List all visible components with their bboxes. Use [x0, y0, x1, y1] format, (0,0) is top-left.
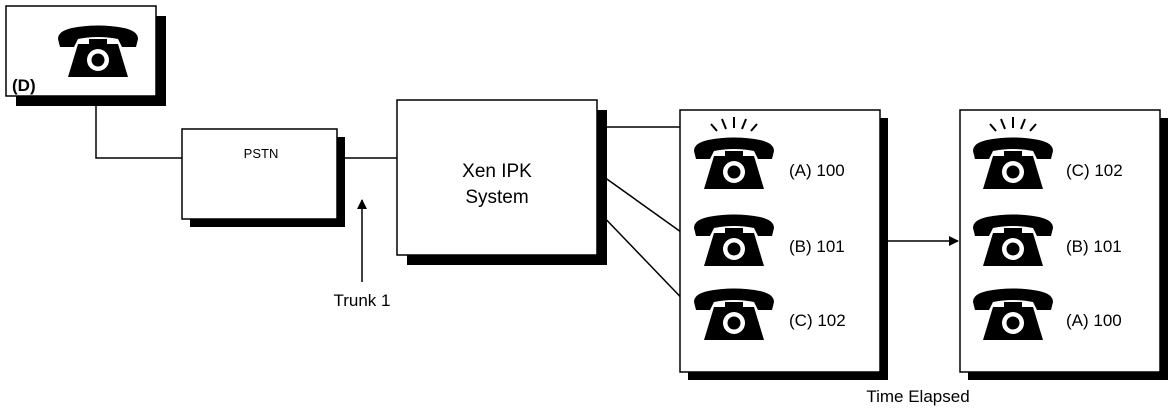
- phone-label: (B) 101: [789, 237, 845, 256]
- trunk-label: Trunk 1: [333, 291, 390, 310]
- group-before-phone-a: (A) 100: [694, 116, 845, 189]
- group-after-phone-c: (C) 102: [973, 116, 1123, 189]
- caller-label: (D): [12, 76, 36, 95]
- pstn-label: PSTN: [244, 146, 279, 161]
- group-before-phone-c: (C) 102: [694, 288, 846, 340]
- system-box: [396, 99, 607, 265]
- system-to-phone-b-line: [596, 171, 696, 243]
- phone-label: (A) 100: [1066, 311, 1122, 330]
- group-before-phone-b: (B) 101: [694, 214, 845, 266]
- caller-to-pstn-line: [95, 96, 182, 159]
- group-after-phone-b: (B) 101: [973, 214, 1122, 266]
- time-elapsed-label: Time Elapsed: [866, 387, 969, 406]
- phone-label: (C) 102: [1066, 161, 1123, 180]
- phone-label: (B) 101: [1066, 237, 1122, 256]
- system-to-phone-c-line: [596, 209, 696, 313]
- phone-label: (C) 102: [789, 311, 846, 330]
- phone-label: (A) 100: [789, 161, 845, 180]
- pstn-box: [181, 128, 345, 227]
- system-label-line1: Xen IPK: [462, 161, 532, 182]
- group-after-phone-a: (A) 100: [973, 288, 1122, 340]
- system-label-line2: System: [465, 187, 528, 208]
